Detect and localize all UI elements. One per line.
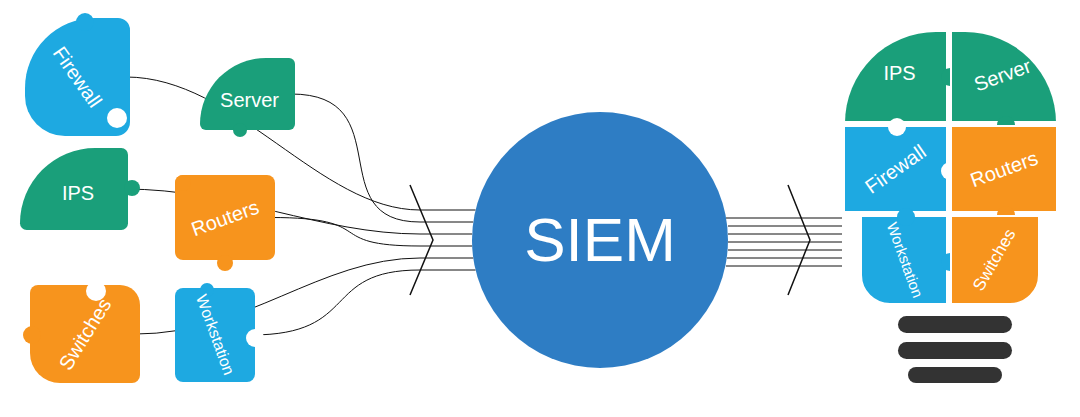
device-label: Server [971,54,1034,95]
puzzle-piece: Firewall [25,18,130,136]
connector [251,270,476,335]
siem-label: SIEM [524,206,676,274]
puzzle-piece: Server [200,58,295,130]
connector [271,218,472,247]
connector [126,77,476,210]
puzzle-tab [217,255,233,271]
puzzle-tab [233,123,247,137]
device-label: Switches [54,294,115,374]
device-label: Workstation [192,292,237,377]
puzzle-hole [107,108,127,128]
connector [291,94,473,222]
device-label: IPS [62,182,94,204]
output-lines [726,218,842,266]
puzzle-piece: Routers [175,175,275,260]
puzzle-hole [888,118,906,136]
device-label: Workstation [883,220,925,300]
puzzle-piece: Server [950,30,1058,123]
device-label: Routers [188,195,261,240]
puzzle-piece: Firewall [843,125,948,213]
puzzle-piece: Routers [950,125,1058,213]
puzzle-tab [124,180,140,196]
puzzle-tab [175,175,191,191]
device-label: Firewall [49,42,107,111]
puzzle-piece: Workstation [860,215,948,305]
bulb-base [898,316,1012,383]
device-label: IPS [883,62,915,84]
chevron [410,185,433,295]
device-label: Server [220,89,279,111]
device-label: Switches [970,226,1020,294]
puzzle-hole [246,329,264,347]
puzzle-tab [23,326,41,344]
siem-circle: SIEM [472,112,728,368]
device-label: Firewall [861,140,930,198]
puzzle-tab [76,13,94,31]
device-label: Routers [967,147,1040,192]
puzzle-piece: Switches [30,285,140,383]
chevron [788,185,810,295]
puzzle-piece: IPS [20,148,128,230]
puzzle-piece: Workstation [175,288,255,382]
puzzle-piece: IPS [843,30,948,123]
puzzle-piece: Switches [950,215,1040,305]
